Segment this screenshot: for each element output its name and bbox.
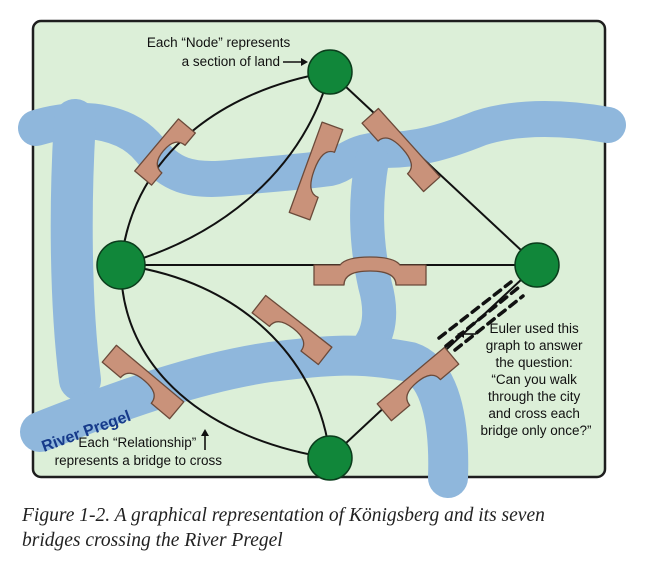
euler-pointer bbox=[437, 280, 525, 352]
river-center-connector bbox=[350, 143, 397, 362]
bridge-7 bbox=[376, 346, 460, 422]
bridges bbox=[101, 107, 460, 422]
bridge-5 bbox=[251, 294, 333, 366]
bridge-2 bbox=[288, 121, 344, 221]
node-annotation: Each “Node” represents a section of land bbox=[147, 35, 294, 69]
euler-annotation: Euler used this graph to answer the ques… bbox=[480, 321, 591, 438]
river-north-branch bbox=[18, 101, 626, 198]
nodes bbox=[96, 49, 560, 481]
edge-left-bottom-inner bbox=[120, 264, 331, 459]
bridge-6 bbox=[101, 344, 185, 420]
bridge-4 bbox=[313, 256, 427, 286]
edge-bottom-left-arc bbox=[119, 264, 331, 459]
node-south bbox=[307, 435, 353, 481]
node-east bbox=[514, 242, 560, 288]
relationship-annotation: Each “Relationship” represents a bridge … bbox=[55, 435, 223, 468]
caption-line-2: bridges crossing the River Pregel bbox=[22, 530, 283, 551]
konigsberg-diagram: River Pregel bbox=[18, 19, 626, 498]
edge-top-right bbox=[329, 71, 538, 266]
river-west-branch bbox=[50, 99, 101, 401]
node-north bbox=[307, 49, 353, 95]
bridge-1 bbox=[134, 118, 196, 186]
figure-caption: Figure 1-2. A graphical representation o… bbox=[22, 503, 632, 553]
node-west bbox=[96, 240, 146, 290]
edge-top-left-inner bbox=[120, 71, 331, 266]
annotation-arrows bbox=[201, 58, 476, 450]
caption-line-1: Figure 1-2. A graphical representation o… bbox=[22, 505, 545, 526]
bridge-3 bbox=[361, 107, 441, 193]
